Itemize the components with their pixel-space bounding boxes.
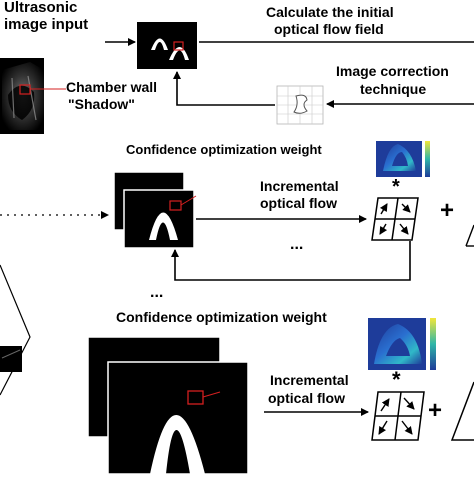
vector-grid-partial	[465, 224, 474, 247]
ultrasound-image	[0, 58, 44, 134]
roi-pointer	[202, 391, 221, 398]
arch-shape	[150, 415, 205, 474]
ellipsis-middle: ...	[290, 236, 304, 253]
colorbar	[430, 318, 436, 370]
vector-grid-partial-2	[450, 381, 474, 441]
arrow-correction-to-frame	[173, 71, 275, 106]
arch-shape	[151, 38, 168, 50]
roi-pointer	[180, 195, 197, 206]
roi-box	[169, 200, 182, 211]
vector-grid-1	[371, 197, 419, 241]
correction-grid-icon	[276, 85, 324, 125]
arch-shape	[169, 47, 189, 60]
plus-symbol-2: +	[428, 397, 443, 424]
input-label-line1: Ultrasonic	[4, 0, 78, 16]
calc-flow-label-line1: Calculate the initial	[266, 4, 394, 20]
incremental-label-2-line1: Incremental	[270, 372, 349, 388]
input-frame	[137, 22, 197, 69]
shadow-label: "Shadow"	[68, 96, 135, 112]
multiply-symbol-2: *	[392, 367, 401, 392]
incremental-label-1-line1: Incremental	[260, 178, 339, 194]
chamber-wall-label: Chamber wall	[66, 79, 158, 95]
confidence-label-2: Confidence optimization weight	[116, 309, 327, 325]
ellipsis-lower: ...	[150, 284, 164, 301]
correction-label-line1: Image correction	[336, 63, 449, 79]
frame-stack-middle	[113, 171, 195, 249]
confidence-label-1: Confidence optimization weight	[126, 142, 322, 157]
plus-symbol-1: +	[440, 197, 455, 224]
multiply-symbol-1: *	[392, 176, 400, 198]
confidence-heatmap-1	[376, 141, 430, 177]
feedback-loop-arrow	[171, 241, 411, 281]
colorbar	[425, 141, 430, 177]
correction-label-line2: technique	[360, 81, 427, 97]
vector-grid-2	[371, 391, 425, 441]
frame-stack-bottom	[87, 336, 249, 475]
roi-box	[187, 390, 204, 405]
side-bracket	[0, 264, 31, 396]
confidence-heatmap-2	[368, 318, 436, 370]
incremental-label-2-line2: optical flow	[268, 390, 345, 406]
side-thumbnail	[0, 346, 22, 372]
input-label-line2: image input	[4, 16, 89, 33]
arch-shape	[149, 212, 178, 240]
calc-flow-label-line2: optical flow field	[274, 21, 384, 37]
roi-box	[173, 41, 184, 51]
incremental-label-1-line2: optical flow	[260, 195, 337, 211]
